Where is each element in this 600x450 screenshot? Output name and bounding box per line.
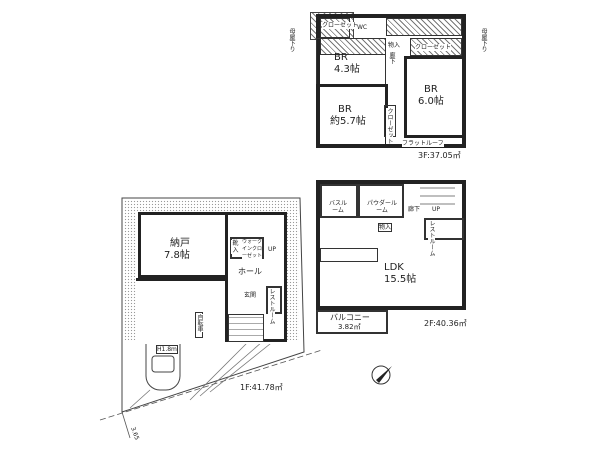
stairs-2f [420, 187, 455, 205]
room-br-4-3 [316, 38, 386, 86]
lot-boundary [121, 197, 305, 413]
bathroom [320, 184, 358, 218]
kitchen-counter [320, 248, 378, 262]
compass-icon [371, 365, 392, 385]
room-br-6-0 [404, 56, 466, 138]
parking-hatch [129, 339, 276, 409]
stair-hatch-3f [386, 18, 462, 36]
floor2-outline [316, 180, 466, 310]
entrance-tiles [228, 314, 264, 342]
powder-room [358, 184, 404, 218]
toilet-2f [424, 218, 464, 240]
road-line [99, 349, 323, 421]
garage-beam [136, 278, 228, 281]
balcony [316, 310, 388, 334]
